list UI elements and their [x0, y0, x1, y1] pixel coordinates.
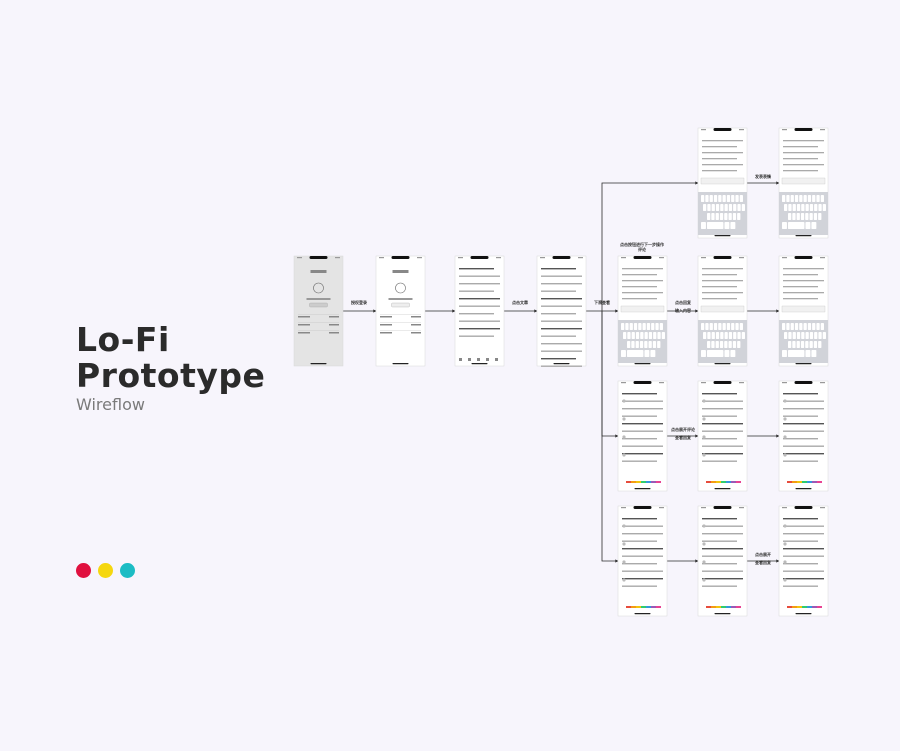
edge-to-top1-arrowhead: [695, 181, 699, 185]
page-subtitle: Wireflow: [76, 395, 145, 414]
annotation-line-1: 评论: [638, 246, 647, 252]
edge-home-arrowhead: [452, 309, 456, 313]
screen-k2: [697, 255, 748, 367]
edge-c1-c2-arrowhead: [695, 434, 699, 438]
edge-k1-k2-arrowhead: [695, 309, 699, 313]
screen-c1: [617, 380, 668, 492]
edge-label-reply-2: 输入内容: [675, 307, 691, 313]
screen-login2: [375, 255, 426, 367]
edge-to-c1-arrowhead: [615, 434, 619, 438]
screen-top2: [778, 127, 829, 239]
edge-label-article: 下滑查看: [594, 299, 610, 305]
edge-to-c1: [601, 311, 618, 437]
edge-login-arrowhead: [373, 309, 377, 313]
screen-d1: [617, 505, 668, 617]
screen-d3: [778, 505, 829, 617]
edge-to-d1: [601, 311, 618, 562]
screen-c3: [778, 380, 829, 492]
screen-k3: [778, 255, 829, 367]
screen-k1: [617, 255, 668, 367]
screen-article: [536, 255, 587, 367]
edge-to-top1: [601, 182, 698, 311]
edge-to-d1-arrowhead: [615, 559, 619, 563]
edge-c2-c3-arrowhead: [776, 434, 780, 438]
teal-dot: [120, 563, 135, 578]
screen-feed: [454, 255, 505, 367]
red-dot: [76, 563, 91, 578]
screen-d2: [697, 505, 748, 617]
edge-label-emoji: 发表表情: [754, 173, 771, 179]
edge-label-comment4-2: 查看回复: [755, 559, 772, 565]
edge-label-feed: 点击文章: [512, 299, 528, 305]
title-line-1: Lo-Fi: [76, 320, 170, 359]
edge-label-comment4: 点击展开: [755, 551, 771, 557]
yellow-dot: [98, 563, 113, 578]
page-title: Lo-Fi Prototype: [76, 322, 265, 394]
edge-label-comment3: 点击展开评论: [671, 426, 696, 432]
edge-label-login: 授权登录: [351, 299, 367, 305]
edge-article-k1-arrowhead: [615, 309, 619, 313]
edge-top1-top2-arrowhead: [776, 181, 780, 185]
screen-c2: [697, 380, 748, 492]
edge-d2-d3-arrowhead: [776, 559, 780, 563]
edge-k2-k3-arrowhead: [776, 309, 780, 313]
screen-login1: [293, 255, 344, 367]
annotation-line-0: 点击按钮进行下一步操作: [620, 241, 664, 247]
edge-label-comment3-2: 查看回复: [675, 434, 692, 440]
screen-top1: [697, 127, 748, 239]
edge-feed-arrowhead: [534, 309, 538, 313]
title-line-2: Prototype: [76, 356, 266, 395]
edge-d1-d2-arrowhead: [695, 559, 699, 563]
edge-label-reply: 点击回复: [675, 299, 692, 305]
